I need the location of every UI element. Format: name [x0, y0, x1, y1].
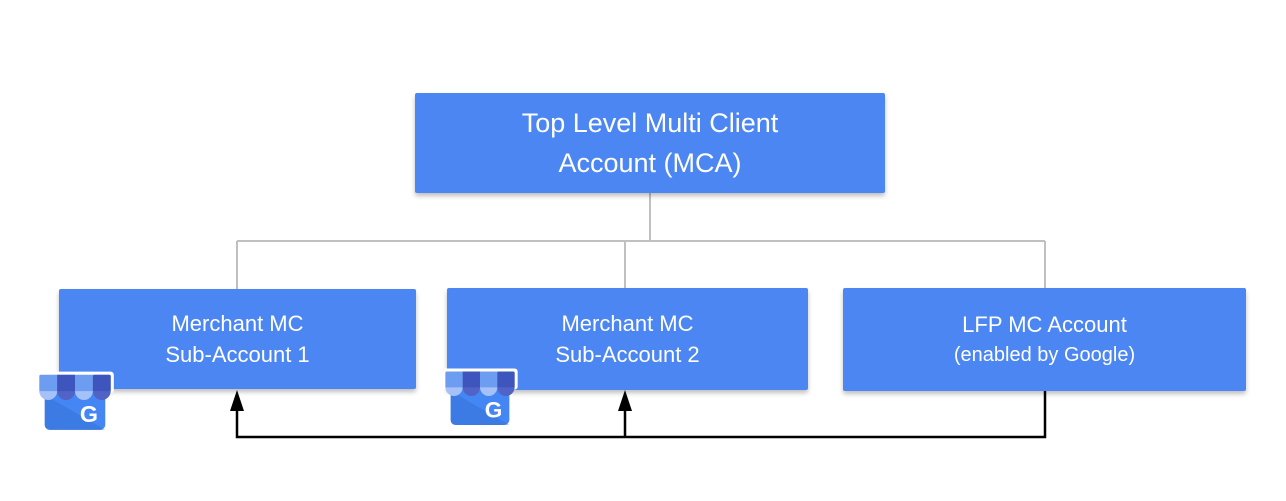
storefront-fold	[44, 394, 106, 430]
node-label-line: Merchant MC	[171, 311, 304, 336]
node-label-line: (enabled by Google)	[953, 343, 1136, 366]
storefront-body	[44, 390, 106, 430]
arrowhead-to-sub-account-2	[618, 390, 632, 411]
awning-scallop	[75, 391, 93, 400]
node-label-line: LFP MC Account	[962, 311, 1127, 337]
storefront-fold	[450, 391, 510, 425]
awning-scallop	[57, 391, 75, 400]
node-label-line: Sub-Account 2	[555, 342, 700, 367]
node-label-line: Account (MCA)	[558, 148, 742, 178]
feedback-line	[235, 391, 1047, 439]
node-top-level-mca: Top Level Multi Client Account (MCA)	[415, 93, 885, 193]
node-label-line: Merchant MC	[561, 311, 694, 336]
node-label-line: Sub-Account 1	[165, 342, 310, 367]
node-label-line: Top Level Multi Client	[521, 108, 779, 138]
awning-scallop	[480, 387, 498, 396]
awning-stripe	[57, 374, 75, 392]
storefront-body	[450, 386, 510, 425]
awning-scallop	[39, 391, 58, 400]
awning-stripe	[92, 374, 111, 392]
awning-scallop	[497, 387, 515, 396]
awning-stripe	[497, 371, 515, 389]
awning-stripe	[462, 371, 480, 389]
google-business-profile-icon: G	[36, 371, 114, 433]
awning-scallop	[92, 391, 111, 400]
awning-scallop	[445, 387, 463, 396]
node-merchant-sub-account-1: Merchant MC Sub-Account 1	[59, 289, 416, 389]
tree-connector-line	[236, 193, 1046, 290]
arrowhead-to-sub-account-1	[230, 390, 244, 411]
google-business-profile-icon: G	[442, 368, 518, 428]
node-lfp-mc-account: LFP MC Account (enabled by Google)	[843, 288, 1246, 391]
google-g-letter: G	[485, 397, 503, 422]
google-g-letter: G	[80, 401, 98, 427]
awning-scallop	[462, 387, 480, 396]
